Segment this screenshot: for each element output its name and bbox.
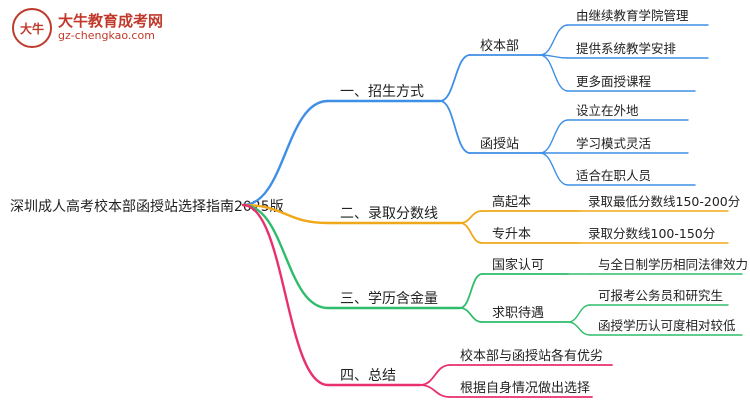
connector-line bbox=[539, 24, 569, 56]
subnode-national: 国家认可 bbox=[492, 257, 544, 273]
subnode-s2: 根据自身情况做出选择 bbox=[460, 380, 590, 396]
leaf-node: 可报考公务员和研究生 bbox=[598, 288, 723, 303]
subnode-station: 函授站 bbox=[480, 137, 519, 152]
connector-line bbox=[439, 54, 471, 102]
connector-line bbox=[241, 203, 330, 310]
connector-line bbox=[459, 210, 483, 224]
connector-line bbox=[241, 203, 330, 387]
leaf-node: 录取分数线100-150分 bbox=[588, 226, 715, 241]
connector-line bbox=[539, 54, 569, 92]
leaf-node: 设立在外地 bbox=[576, 103, 639, 118]
branch-method: 一、招生方式 bbox=[340, 84, 424, 100]
subnode-gqb: 高起本 bbox=[492, 194, 531, 210]
leaf-node: 更多面授课程 bbox=[576, 74, 652, 89]
leaf-node: 由继续教育学院管理 bbox=[576, 8, 689, 23]
leaf-node: 录取最低分数线150-200分 bbox=[588, 194, 740, 209]
root-node: 深圳成人高考校本部函授站选择指南2025版 bbox=[10, 198, 284, 215]
subnode-campus: 校本部 bbox=[480, 38, 519, 54]
branch-score: 二、录取分数线 bbox=[340, 206, 438, 222]
connector-line bbox=[439, 100, 471, 154]
site-logo: 大牛 大牛教育成考网 gz-chengkao.com bbox=[12, 8, 163, 48]
logo-url: gz-chengkao.com bbox=[58, 29, 155, 43]
connector-line bbox=[241, 99, 330, 207]
subnode-zsb: 专升本 bbox=[492, 227, 531, 242]
logo-title: 大牛教育成考网 bbox=[58, 12, 164, 31]
leaf-node: 适合在职人员 bbox=[576, 168, 651, 183]
leaf-node: 学习模式灵活 bbox=[576, 136, 651, 151]
branch-value: 三、学历含金量 bbox=[340, 291, 438, 307]
connector-line bbox=[567, 304, 591, 323]
connector-line bbox=[459, 307, 483, 323]
connector-line bbox=[459, 222, 483, 244]
connector-line bbox=[419, 364, 451, 386]
leaf-node: 提供系统教学安排 bbox=[576, 41, 677, 56]
subnode-job: 求职待遇 bbox=[492, 306, 544, 321]
connector-line bbox=[241, 203, 330, 225]
connector-line bbox=[539, 152, 569, 186]
leaf-node: 函授学历认可度相对较低 bbox=[598, 318, 736, 333]
leaf-node: 与全日制学历相同法律效力 bbox=[598, 257, 748, 272]
logo-mark: 大牛 bbox=[12, 8, 52, 48]
connector-line bbox=[539, 119, 569, 154]
connector-line bbox=[419, 384, 451, 398]
connector-line bbox=[567, 321, 591, 336]
connector-line bbox=[459, 273, 483, 309]
branch-summary: 四、总结 bbox=[340, 368, 396, 384]
subnode-s1: 校本部与函授站各有优劣 bbox=[460, 348, 603, 364]
